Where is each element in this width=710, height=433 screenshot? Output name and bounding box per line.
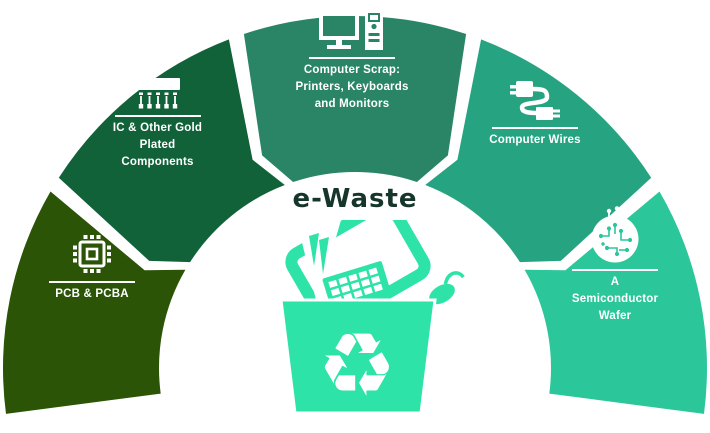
segment-label-semiconductor-wafer: A Semiconductor Wafer xyxy=(545,206,685,325)
segment-label-line: and Monitors xyxy=(314,98,390,110)
wedge-ic xyxy=(58,39,285,263)
segment-label-line: Semiconductor xyxy=(571,293,659,305)
label-divider xyxy=(492,127,578,129)
diagram-title: e-Waste xyxy=(292,184,418,214)
segment-label-computer-scrap: Computer Scrap: Printers, Keyboards and … xyxy=(277,10,427,113)
segment-label-line: Computer Scrap: xyxy=(303,64,401,76)
computer-icon xyxy=(319,10,383,50)
segment-label-computer-wires: Computer Wires xyxy=(465,76,605,149)
ewaste-bin-graphic: ♻ xyxy=(279,198,465,417)
ic-chip-icon xyxy=(135,78,180,109)
wedge-computer-scrap xyxy=(243,16,467,183)
segment-label-ic: IC & Other Gold Plated Components xyxy=(90,76,225,171)
recycle-icon: ♻ xyxy=(318,314,397,417)
screen-crack xyxy=(297,220,341,304)
trash-bin xyxy=(279,298,437,415)
segment-label-line: PCB & PCBA xyxy=(55,288,129,300)
segment-label-line: A xyxy=(610,276,620,288)
crack-shard xyxy=(309,233,319,266)
segment-label-line: IC & Other Gold xyxy=(112,122,203,134)
label-divider xyxy=(572,269,658,271)
wedge-computer-wires xyxy=(425,39,652,263)
wafer-icon xyxy=(591,206,639,263)
segment-label-pcb: PCB & PCBA xyxy=(22,232,162,303)
crack-shard xyxy=(319,237,329,274)
segment-label-line: Components xyxy=(121,156,194,168)
usb-cable-icon xyxy=(510,81,560,120)
wedge-semiconductor-wafer xyxy=(524,191,707,414)
chip-icon xyxy=(73,235,111,273)
segment-label-line: Computer Wires xyxy=(489,134,581,146)
segment-label-line: Plated xyxy=(139,139,176,151)
label-divider xyxy=(309,57,395,59)
label-divider xyxy=(114,115,201,117)
ewaste-bin-illustration: ♻ xyxy=(253,198,467,428)
wedge-pcb xyxy=(3,191,186,414)
label-divider xyxy=(49,281,135,283)
segment-label-line: Wafer xyxy=(598,310,632,322)
segment-label-line: Printers, Keyboards xyxy=(295,81,409,93)
